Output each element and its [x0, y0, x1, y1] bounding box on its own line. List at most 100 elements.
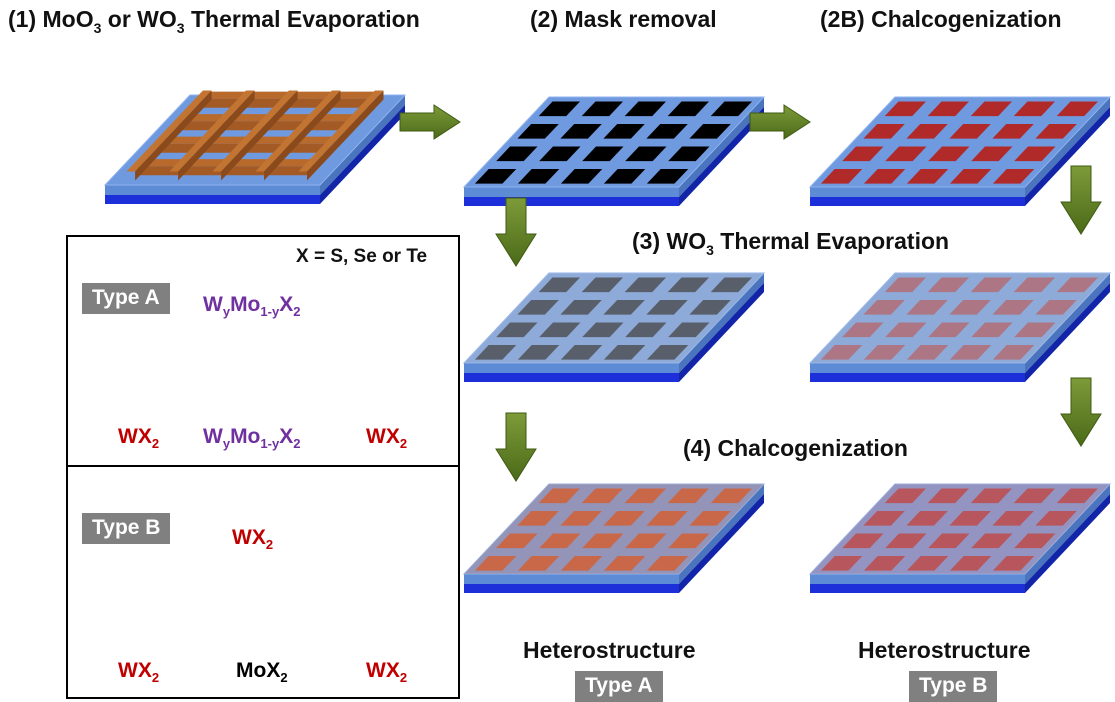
chalcogenized-wafer — [808, 96, 1112, 206]
pattern-square — [560, 300, 602, 315]
right-arrow — [399, 104, 461, 140]
pattern-square — [885, 533, 927, 549]
pattern-square — [710, 277, 752, 293]
pattern-square — [992, 300, 1034, 315]
pattern-square — [992, 511, 1034, 526]
pattern-square — [1035, 511, 1077, 526]
pattern-square — [646, 300, 688, 315]
pattern-square — [1013, 488, 1055, 504]
pattern-square — [667, 277, 709, 293]
heterostructure-wafer-b — [808, 483, 1112, 593]
mask-wafer — [103, 90, 407, 204]
pattern-square — [646, 556, 689, 571]
heterostructure-a-title: Heterostructure — [523, 637, 696, 663]
pattern-square — [842, 533, 884, 549]
pattern-square — [906, 345, 949, 360]
pattern-square — [820, 169, 863, 184]
pattern-square — [560, 345, 603, 360]
overlay-layer — [810, 273, 1110, 363]
pattern-square — [927, 101, 969, 117]
alloy-bottom-label: WyMo1-yX2 — [203, 425, 301, 451]
pattern-square — [863, 300, 905, 315]
pattern-square — [992, 556, 1035, 571]
mask-bar — [255, 90, 341, 172]
pattern-square — [1014, 533, 1056, 549]
pattern-square — [1035, 300, 1077, 315]
pattern-square — [927, 277, 969, 293]
pattern-square — [474, 169, 517, 184]
pattern-square — [992, 345, 1035, 360]
pattern-square — [710, 101, 752, 117]
pattern-square — [970, 101, 1012, 117]
mask-removed-wafer — [462, 96, 766, 206]
pattern-square — [906, 300, 948, 315]
pattern-square — [885, 322, 927, 338]
pattern-square — [949, 511, 991, 526]
pattern-square — [603, 169, 646, 184]
pattern-square — [820, 345, 863, 360]
pattern-square — [517, 511, 559, 526]
pattern-square — [1035, 124, 1077, 139]
pattern-square — [1056, 277, 1098, 293]
pattern-square — [539, 146, 581, 162]
wafer-surface — [808, 272, 1112, 364]
step3-label: (3) WO3 Thermal Evaporation — [632, 228, 950, 258]
pattern-square — [949, 300, 991, 315]
pattern-square — [992, 169, 1035, 184]
pattern-square — [1056, 488, 1098, 504]
pattern-square — [884, 488, 926, 504]
pattern-square — [884, 277, 926, 293]
wx2-right-label-b: WX2 — [366, 659, 408, 685]
pattern-square — [517, 169, 560, 184]
mask-bar — [298, 90, 384, 172]
pattern-square — [970, 488, 1012, 504]
pattern-square — [646, 345, 689, 360]
pattern-square — [582, 533, 624, 549]
pattern-square — [842, 146, 884, 162]
right-arrow — [749, 104, 811, 140]
pattern-square — [646, 511, 688, 526]
step2b-label: (2B) Chalcogenization — [820, 6, 1062, 32]
type-b-legend-badge: Type B — [82, 513, 171, 544]
pattern-square — [560, 556, 603, 571]
pattern-square — [603, 345, 646, 360]
pattern-square — [1014, 322, 1056, 338]
pattern-square — [539, 322, 581, 338]
pattern-square — [539, 533, 581, 549]
overlay-layer — [464, 484, 764, 574]
pattern-square — [863, 345, 906, 360]
pattern-square — [517, 345, 560, 360]
mox2-label: MoX2 — [236, 659, 288, 685]
heterostructure-b-title: Heterostructure — [858, 637, 1031, 663]
pattern-square — [624, 488, 666, 504]
pattern-square — [603, 124, 645, 139]
pattern-square — [625, 146, 667, 162]
pattern-square — [667, 101, 709, 117]
pattern-square — [863, 169, 906, 184]
pattern-square — [971, 322, 1013, 338]
overlay-layer — [464, 273, 764, 363]
pattern-square — [906, 124, 948, 139]
wafer-surface — [462, 483, 766, 575]
wafer-surface — [462, 96, 766, 188]
pattern-square — [906, 556, 949, 571]
overlay-layer — [810, 484, 1110, 574]
pattern-square — [624, 277, 666, 293]
pattern-square — [689, 124, 731, 139]
pattern-square — [581, 277, 623, 293]
pattern-square — [603, 556, 646, 571]
pattern-square — [884, 101, 926, 117]
pattern-square — [949, 556, 992, 571]
pattern-square — [538, 101, 580, 117]
pattern-square — [710, 488, 752, 504]
pattern-square — [689, 300, 731, 315]
pattern-square — [603, 300, 645, 315]
wafer-surface — [808, 483, 1112, 575]
pattern-square — [928, 146, 970, 162]
pattern-square — [1014, 146, 1056, 162]
pattern-square — [971, 533, 1013, 549]
down-arrow — [495, 197, 537, 267]
step4-label: (4) Chalcogenization — [683, 435, 908, 461]
pattern-square — [970, 277, 1012, 293]
